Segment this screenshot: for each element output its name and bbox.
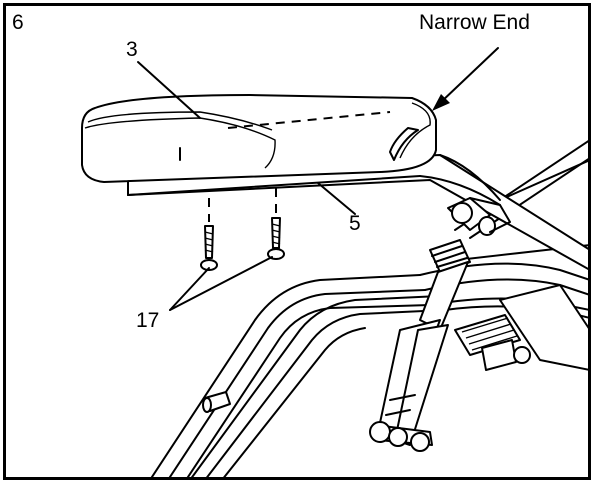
callout-line-17a bbox=[169, 267, 210, 311]
callout-line-5 bbox=[317, 182, 356, 215]
bolt-left bbox=[200, 198, 218, 271]
part-label-5: 5 bbox=[349, 212, 361, 235]
callout-line-3 bbox=[137, 61, 201, 119]
clamp-block bbox=[481, 339, 531, 371]
pivot-bracket bbox=[447, 197, 511, 236]
part-label-3: 3 bbox=[126, 38, 138, 61]
frame-tube-outer bbox=[190, 295, 446, 477]
cylinder bbox=[377, 239, 471, 446]
pedal-plate bbox=[454, 284, 588, 371]
narrow-end-arrow bbox=[432, 47, 499, 111]
seat-support-bar bbox=[127, 154, 588, 271]
callout-line-17b bbox=[169, 256, 273, 311]
step-number: 6 bbox=[12, 11, 24, 34]
tube-peg bbox=[202, 391, 231, 413]
frame-tube-left bbox=[150, 274, 431, 477]
lower-linkage bbox=[369, 421, 433, 452]
figure-border bbox=[3, 3, 591, 480]
seat-cushion bbox=[81, 94, 437, 183]
bolt-right bbox=[267, 188, 285, 260]
part-label-17: 17 bbox=[136, 309, 160, 332]
narrow-end-label: Narrow End bbox=[419, 11, 530, 34]
